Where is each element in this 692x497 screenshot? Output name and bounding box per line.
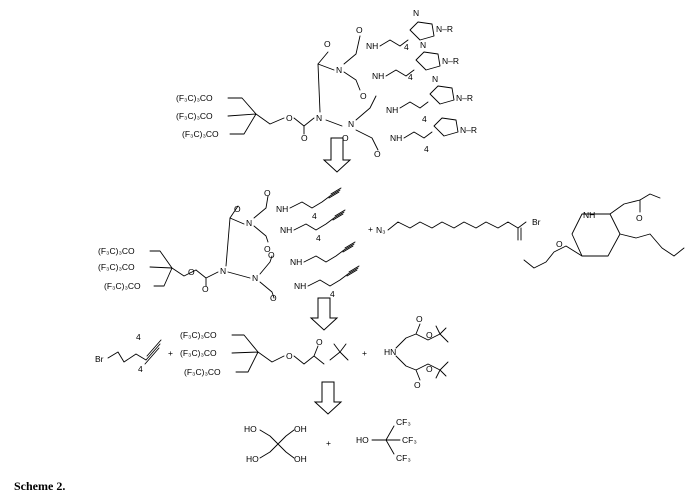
- amide-o-label: O: [264, 244, 271, 254]
- triazole-r-label: N–R: [436, 24, 453, 34]
- ether-o-label: O: [188, 267, 195, 277]
- amide-nh-label: NH: [276, 204, 288, 214]
- amide-nh-label: NH: [280, 225, 292, 235]
- amide-nh-label: NH: [386, 105, 398, 115]
- ester-o-label: O: [426, 364, 433, 374]
- cf3-label: CF₃: [396, 453, 411, 463]
- triazole-n-label: N: [413, 8, 419, 18]
- plus-sign: +: [368, 224, 373, 234]
- cf3-ether-label: (F₃C)₃CO: [180, 348, 217, 358]
- cf3-label: CF₃: [402, 435, 417, 445]
- triazole-r-label: N–R: [456, 93, 473, 103]
- amide-o-label: O: [301, 133, 308, 143]
- amine-n-label: N: [246, 218, 252, 228]
- alkyne-intermediate-structure: (F₃C)₃CO (F₃C)₃CO (F₃C)₃CO O O N O N O N…: [98, 187, 685, 303]
- amide-nh-label: NH: [372, 71, 384, 81]
- retrosynthesis-arrow: [322, 137, 352, 173]
- chain-n-label: 4: [138, 364, 143, 374]
- ester-o-label: O: [426, 330, 433, 340]
- amide-nh-label: NH: [390, 133, 402, 143]
- cf3-label: CF₃: [396, 417, 411, 427]
- cf3-ether-label: (F₃C)₃CO: [98, 262, 135, 272]
- chain-n-label: 4: [422, 114, 427, 124]
- plus-sign: +: [168, 348, 173, 358]
- hydroxyl-label: OH: [294, 424, 307, 434]
- chain-n-label: 4: [312, 211, 317, 221]
- amide-nh-label: NH: [294, 281, 306, 291]
- scheme-caption: Scheme 2.: [14, 479, 66, 493]
- amine-hn-label: HN: [384, 347, 396, 357]
- azide-label: N₃: [376, 225, 386, 235]
- retrosynthesis-arrow: [313, 381, 343, 415]
- amide-o-label: O: [360, 91, 367, 101]
- amine-n-label: N: [316, 113, 322, 123]
- cf3-ether-label: (F₃C)₃CO: [182, 129, 219, 139]
- chain-n-label: 4: [408, 72, 413, 82]
- cf3-ether-label: (F₃C)₃CO: [184, 367, 221, 377]
- ring-nh-label: NH: [583, 210, 595, 220]
- triazole-r-label: N–R: [460, 125, 477, 135]
- bromide-label: Br: [532, 217, 541, 227]
- amide-o-label: O: [264, 188, 271, 198]
- cf3-ether-label: (F₃C)₃CO: [176, 111, 213, 121]
- triazole-r-label: N–R: [442, 56, 459, 66]
- hydroxyl-label: HO: [246, 454, 259, 464]
- amide-o-label: O: [234, 204, 241, 214]
- chain-n-label: 4: [316, 233, 321, 243]
- cf3-ether-label: (F₃C)₃CO: [180, 330, 217, 340]
- ester-o-label: O: [416, 314, 423, 324]
- retrosynthesis-arrow: [309, 297, 339, 331]
- amine-n-label: N: [348, 119, 354, 129]
- chain-n-label: 4: [136, 332, 141, 342]
- hydroxyl-label: HO: [356, 435, 369, 445]
- ether-o-label: O: [286, 351, 293, 361]
- plus-sign: +: [362, 348, 367, 358]
- ester-o-label: O: [316, 337, 323, 347]
- amide-o-label: O: [324, 39, 331, 49]
- cf3-ether-label: (F₃C)₃CO: [176, 93, 213, 103]
- hydroxyl-label: OH: [294, 454, 307, 464]
- ester-o-label: O: [636, 213, 643, 223]
- bromide-label: Br: [95, 354, 104, 364]
- amide-nh-label: NH: [366, 41, 378, 51]
- triazole-n-label: N: [420, 40, 426, 50]
- cf3-ether-label: (F₃C)₃CO: [104, 281, 141, 291]
- building-blocks-structure: Br 4 4 + (F₃C)₃CO (F₃C)₃CO (F₃C)₃CO O O …: [95, 314, 449, 390]
- amine-n-label: N: [252, 273, 258, 283]
- cf3-ether-label: (F₃C)₃CO: [98, 246, 135, 256]
- ether-o-label: O: [286, 113, 293, 123]
- chain-n-label: 4: [404, 42, 409, 52]
- amide-o-label: O: [374, 149, 381, 159]
- starting-materials-structure: HO OH HO OH + HO CF₃ CF₃ CF₃: [244, 417, 417, 464]
- amine-n-label: N: [336, 65, 342, 75]
- amide-o-label: O: [202, 284, 209, 294]
- ester-o-label: O: [414, 380, 421, 390]
- ester-o-label: O: [556, 239, 563, 249]
- triazole-n-label: N: [432, 74, 438, 84]
- chain-n-label: 4: [330, 289, 335, 299]
- chain-n-label: 4: [424, 144, 429, 154]
- amide-o-label: O: [268, 250, 275, 260]
- amide-o-label: O: [342, 133, 349, 143]
- amide-nh-label: NH: [290, 257, 302, 267]
- triazole-product-structure: (F₃C)₃CO (F₃C)₃CO (F₃C)₃CO O O N O N O N…: [176, 8, 477, 159]
- plus-sign: +: [326, 438, 331, 448]
- amide-o-label: O: [356, 25, 363, 35]
- amide-o-label: O: [270, 293, 277, 303]
- amine-n-label: N: [220, 266, 226, 276]
- hydroxyl-label: HO: [244, 424, 257, 434]
